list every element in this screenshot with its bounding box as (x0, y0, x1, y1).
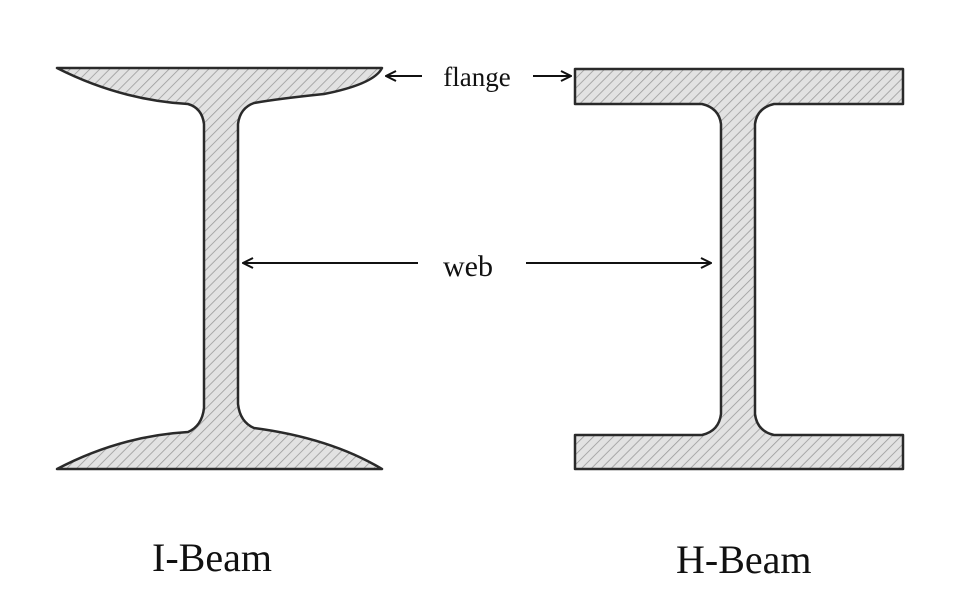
h-beam-profile (573, 67, 905, 471)
h-beam-caption: H-Beam (676, 537, 812, 582)
flange-label: flange (443, 62, 510, 92)
i-beam-profile (55, 66, 384, 471)
i-beam-caption: I-Beam (152, 535, 272, 580)
web-label: web (443, 250, 493, 283)
